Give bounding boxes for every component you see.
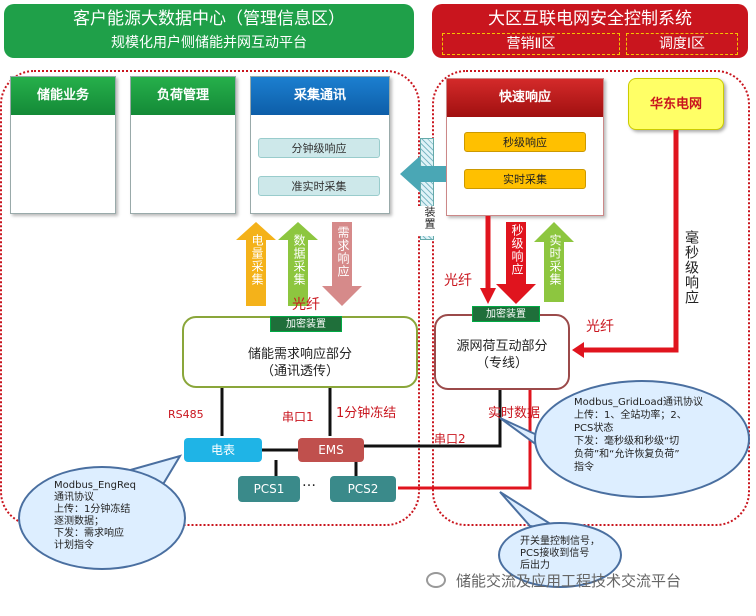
isolation-device-label: 装置 [418,206,436,236]
east-china-grid-box: 华东电网 [628,78,724,130]
right-header-title: 大区互联电网安全控制系统 [488,9,692,29]
load-management-box: 负荷管理 [130,76,236,214]
port2-line [364,388,502,448]
right-bubble-l6: 指令 [574,462,594,473]
minute-response-pill: 分钟级响应 [258,138,380,158]
fiber-label-left: 光纤 [292,297,320,313]
second-response-arrow [496,222,536,304]
left-header: 客户能源大数据中心（管理信息区） 规模化用户侧储能并网互动平台 [4,4,414,58]
bottom-bubble-l3: 后出力 [520,560,550,571]
left-protocol-bubble: Modbus_EngReq 通讯协议 上传：1分钟冻结 逐测数据； 下发：需求响… [18,466,186,570]
realtime-data-label: 实时数据 [488,406,541,421]
left-zone [0,70,420,526]
pcs2-device: PCS2 [330,476,396,502]
encrypt-device-left: 加密装置 [270,316,342,332]
fiber-label-mid: 光纤 [444,273,472,289]
storage-business-title: 储能业务 [11,77,115,115]
pcs1-device: PCS1 [238,476,300,502]
energy-arrow [236,222,276,306]
data-arrow [278,222,318,306]
left-bubble-l6: 计划指令 [54,540,94,551]
second-response-arrow-label: 秒级响应 [510,224,524,276]
storage-demand-line2: （通讯透传） [260,364,339,379]
marketing-zone-label: 营销Ⅱ区 [442,33,620,55]
grid-interaction-line1: 源网荷互动部分 [456,339,548,354]
right-bubble-l5: 负荷”和“允许恢复负荷” [574,449,680,460]
left-bubble-l1: Modbus_EngReq [54,480,136,491]
dispatch-zone-label: 调度Ⅰ区 [626,33,738,55]
fiber-label-right: 光纤 [586,319,614,335]
left-bubble-l4: 逐测数据； [54,516,104,527]
acquisition-title: 采集通讯 [251,77,389,115]
load-management-title: 负荷管理 [131,77,235,115]
encrypt-device-right: 加密装置 [472,306,540,322]
storage-business-box: 储能业务 [10,76,116,214]
second-response-pill: 秒级响应 [464,132,586,152]
left-bubble-l5: 下发：需求响应 [54,528,124,539]
ems-device: EMS [298,438,364,462]
right-zone [432,70,750,526]
grid-interaction-line2: （专线） [475,356,528,371]
left-bubble-l2: 通讯协议 [54,492,94,503]
left-red-head [480,288,496,304]
teal-left-arrow [400,156,446,192]
storage-demand-line1: 储能需求响应部分 [247,347,352,362]
demand-arrow [322,222,362,306]
left-header-title: 客户能源大数据中心（管理信息区） [73,9,345,29]
pcs2-red-line [398,388,532,490]
right-bubble-l1: Modbus_GridLoad通讯协议 [574,397,703,408]
realtime-arrow-label: 实时采集 [548,234,562,286]
watermark-text: 储能交流及应用工程技术交流平台 [456,572,682,590]
ms-response-line [582,130,679,353]
right-bubble-l2: 上传：1、全站功率；2、 [574,410,687,421]
data-arrow-label: 数据采集 [292,234,306,286]
wechat-icon [426,572,446,588]
ms-response-head [572,342,584,358]
port1-label: 串口1 [282,410,314,424]
right-bubble-l4: 下发：毫秒级和秒级“切 [574,436,680,447]
right-protocol-bubble: Modbus_GridLoad通讯协议 上传：1、全站功率；2、 PCS状态 下… [534,380,750,498]
left-bubble-l3: 上传：1分钟冻结 [54,504,131,515]
energy-arrow-label: 电量采集 [250,234,264,286]
left-header-subtitle: 规模化用户侧储能并网互动平台 [111,35,307,51]
rs485-label: RS485 [168,408,204,421]
pcs-ellipsis: … [302,474,316,490]
right-bubble-l3: PCS状态 [574,423,614,434]
near-realtime-pill: 准实时采集 [258,176,380,196]
fast-response-title: 快速响应 [447,79,603,117]
realtime-arrow [534,222,574,302]
ms-response-label: 毫秒级响应 [683,230,699,305]
bottom-signal-bubble: 开关量控制信号， PCS接收到信号 后出力 [498,522,622,588]
bottom-bubble-l2: PCS接收到信号 [520,548,590,559]
bottom-bubble-l1: 开关量控制信号， [520,536,600,547]
freeze-label: 1分钟冻结 [336,406,397,421]
port2-label: 串口2 [434,432,466,446]
right-header: 大区互联电网安全控制系统 营销Ⅱ区 调度Ⅰ区 [432,4,748,58]
grid-interaction-node: 源网荷互动部分 （专线） [434,314,570,390]
realtime-acquisition-pill: 实时采集 [464,169,586,189]
meter-device: 电表 [184,438,262,462]
demand-arrow-label: 需求响应 [336,226,350,278]
